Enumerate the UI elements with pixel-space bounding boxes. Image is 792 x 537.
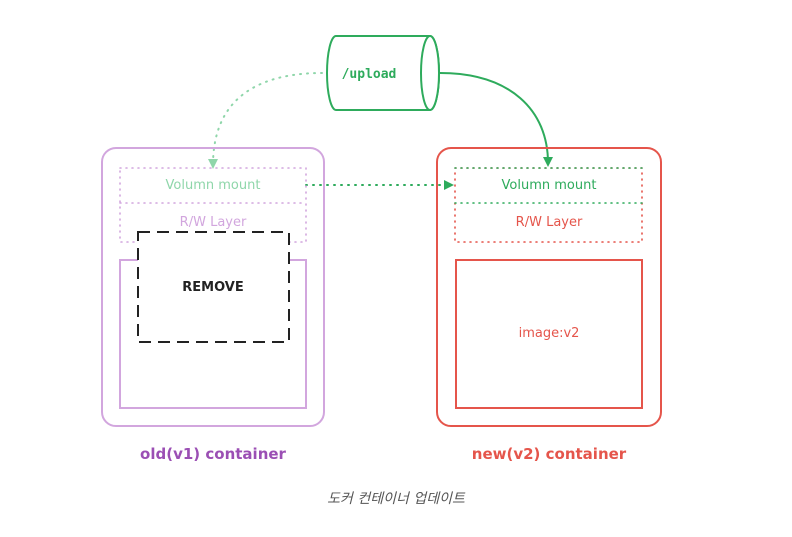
upload-label: /upload	[342, 67, 397, 82]
old-mount-connector	[208, 72, 323, 169]
old-layers-box	[119, 167, 307, 243]
old-container-frame	[101, 147, 325, 427]
figure-caption: 도커 컨테이너 업데이트	[327, 491, 465, 507]
new-volume-mount-label: Volumn mount	[502, 178, 597, 193]
old-container: Volumn mount R/W Layer REMOVE old(v1) co…	[101, 147, 325, 463]
old-container-title: old(v1) container	[140, 445, 286, 463]
upload-volume-cylinder: /upload	[326, 35, 440, 111]
new-container-title: new(v2) container	[472, 445, 627, 463]
new-layers-box	[454, 167, 643, 243]
old-rw-layer-label: R/W Layer	[180, 215, 247, 230]
remove-box	[137, 231, 290, 343]
new-container-frame	[436, 147, 662, 427]
new-image-label: image:v2	[519, 326, 580, 341]
new-mount-arrow	[439, 72, 553, 167]
old-volume-mount-label: Volumn mount	[166, 178, 261, 193]
remove-label: REMOVE	[182, 280, 243, 295]
new-rw-layer-label: R/W Layer	[516, 215, 583, 230]
new-image-box	[455, 259, 643, 409]
new-container: Volumn mount R/W Layer image:v2 new(v2) …	[436, 147, 662, 463]
